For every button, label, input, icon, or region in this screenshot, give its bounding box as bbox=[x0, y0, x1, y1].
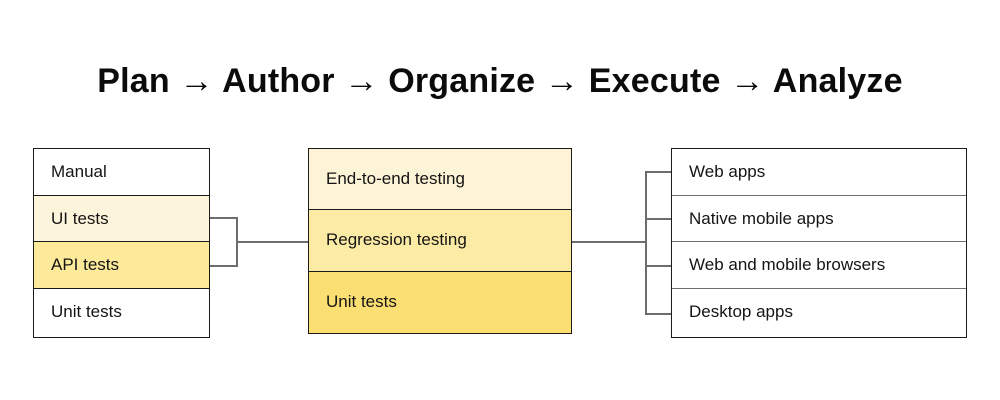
list-item[interactable]: UI tests bbox=[34, 195, 209, 243]
connector-stub-web-apps bbox=[645, 171, 673, 174]
list-item[interactable]: API tests bbox=[34, 242, 209, 290]
connector-spine-right bbox=[645, 171, 648, 315]
list-item[interactable]: Unit tests bbox=[34, 289, 209, 336]
list-item[interactable]: Web apps bbox=[672, 149, 966, 196]
cell-label: Unit tests bbox=[51, 302, 122, 322]
page-title: Plan → Author → Organize → Execute → Ana… bbox=[97, 62, 903, 100]
cell-label: Unit tests bbox=[326, 292, 397, 312]
cell-label: Manual bbox=[51, 161, 107, 181]
list-item[interactable]: Unit tests bbox=[309, 271, 571, 333]
cell-label: API tests bbox=[51, 255, 120, 275]
test-types-column: Manual UI tests API tests Unit tests bbox=[33, 148, 210, 338]
list-item[interactable]: Native mobile apps bbox=[672, 195, 966, 243]
test-targets-column: Web apps Native mobile apps Web and mobi… bbox=[671, 148, 967, 338]
connector-stub-ui-tests bbox=[210, 217, 238, 220]
list-item[interactable]: Manual bbox=[34, 149, 209, 196]
list-item[interactable]: Desktop apps bbox=[672, 289, 966, 336]
connector-trunk-right bbox=[572, 241, 647, 244]
list-item[interactable]: End-to-end testing bbox=[309, 149, 571, 211]
cell-label: Native mobile apps bbox=[689, 208, 834, 228]
cell-label: Desktop apps bbox=[689, 302, 793, 322]
connector-stub-desktop-apps bbox=[645, 313, 673, 316]
connector-stub-api-tests bbox=[210, 265, 238, 268]
connector-stub-browsers bbox=[645, 265, 673, 268]
cell-label: Web apps bbox=[689, 161, 766, 181]
connector-trunk-left bbox=[236, 241, 310, 244]
list-item[interactable]: Web and mobile browsers bbox=[672, 242, 966, 290]
cell-label: Web and mobile browsers bbox=[689, 255, 886, 275]
cell-label: End-to-end testing bbox=[326, 169, 465, 189]
connector-stub-native-mobile-apps bbox=[645, 218, 673, 221]
cell-label: Regression testing bbox=[326, 230, 467, 250]
list-item[interactable]: Regression testing bbox=[309, 210, 571, 272]
test-levels-column: End-to-end testing Regression testing Un… bbox=[308, 148, 572, 334]
cell-label: UI tests bbox=[51, 208, 109, 228]
